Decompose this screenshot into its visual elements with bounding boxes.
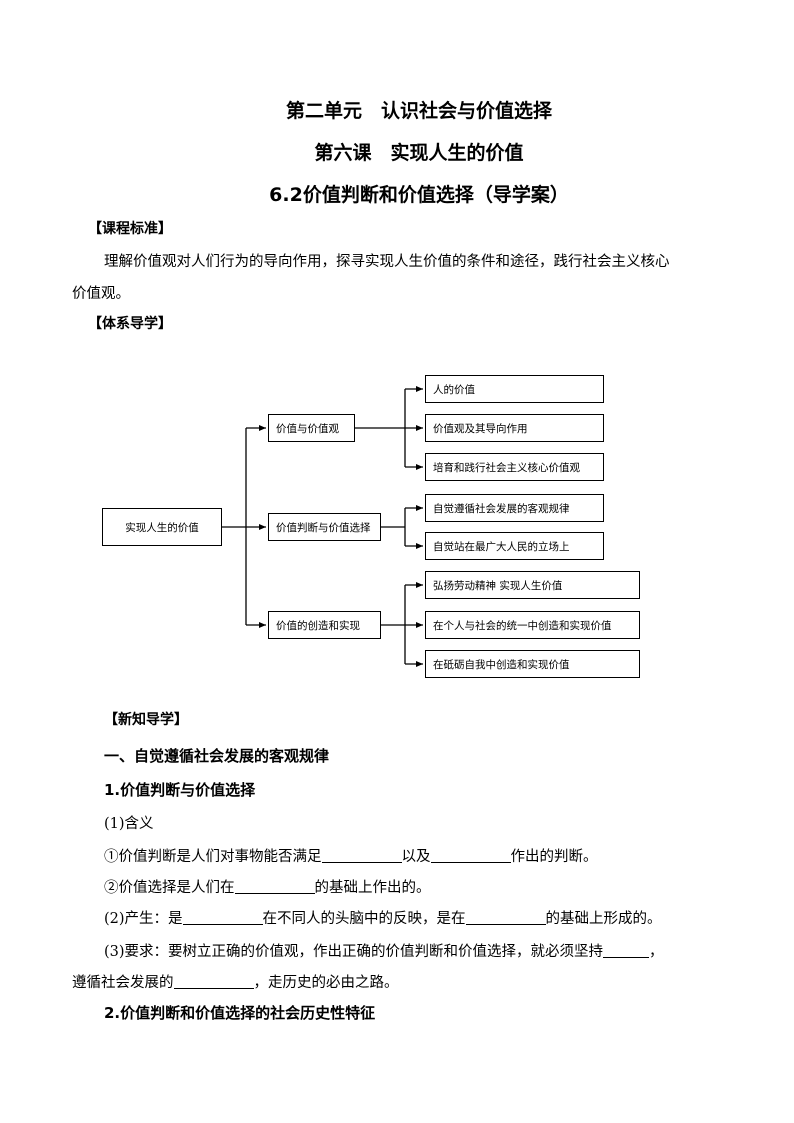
item-1b-text-2: 的基础上作出的。	[314, 880, 431, 896]
item-1a-text-3: 作出的判断。	[510, 849, 598, 865]
section-one-heading: 一、自觉遵循社会发展的客观规律	[104, 747, 330, 765]
diagram-leaf-2-1: 自觉遵循社会发展的客观规律	[425, 494, 604, 522]
item-3-line2-text-2: ，走历史的必由之路。	[253, 975, 399, 991]
diagram-leaf-3-2: 在个人与社会的统一中创造和实现价值	[425, 611, 640, 639]
subsection-1-heading: 1.价值判断与价值选择	[104, 781, 256, 799]
course-standard-heading: 【课程标准】	[88, 221, 172, 237]
diagram-branch-3: 价值的创造和实现	[268, 611, 381, 639]
item-1a: ①价值判断是人们对事物能否满足 以及 作出的判断。	[104, 845, 598, 866]
item-1b-text-1: ②价值选择是人们在	[104, 880, 235, 896]
item-1a-text-2: 以及	[401, 849, 431, 865]
item-3-line2-text-1: 遵循社会发展的	[72, 975, 174, 991]
fill-blank-6[interactable]	[603, 943, 650, 958]
diagram-leaf-1-1: 人的价值	[425, 375, 604, 403]
section-title: 6.2价值判断和价值选择（导学案）	[269, 184, 569, 206]
diagram-leaf-3-3: 在砥砺自我中创造和实现价值	[425, 650, 640, 678]
course-standard-line2: 价值观。	[72, 286, 130, 302]
item-2-text-1: (2)产生：是	[104, 911, 183, 927]
item-2: (2)产生：是 在不同人的头脑中的反映，是在 的基础上形成的。	[104, 907, 662, 928]
item-3-text-1: (3)要求：要树立正确的价值观，作出正确的价值判断和价值选择，就必须坚持	[104, 944, 604, 960]
fill-blank-2[interactable]	[430, 848, 511, 863]
lesson-title: 第六课 实现人生的价值	[314, 142, 524, 164]
fill-blank-1[interactable]	[321, 848, 402, 863]
fill-blank-7[interactable]	[173, 974, 254, 989]
diagram-branch-1: 价值与价值观	[268, 414, 355, 442]
item-3-line-1: (3)要求：要树立正确的价值观，作出正确的价值判断和价值选择，就必须坚持 ，	[104, 940, 664, 961]
item-2-text-3: 的基础上形成的。	[545, 911, 662, 927]
fill-blank-5[interactable]	[465, 910, 546, 925]
item-1b: ②价值选择是人们在 的基础上作出的。	[104, 876, 431, 897]
item-3-text-2: ，	[649, 944, 664, 960]
new-knowledge-heading: 【新知导学】	[104, 712, 188, 728]
unit-title: 第二单元 认识社会与价值选择	[285, 100, 552, 122]
item-3-line-2: 遵循社会发展的 ，走历史的必由之路。	[72, 971, 399, 992]
fill-blank-3[interactable]	[234, 879, 315, 894]
item-2-text-2: 在不同人的头脑中的反映，是在	[262, 911, 466, 927]
diagram-leaf-1-2: 价值观及其导向作用	[425, 414, 604, 442]
diagram-root-node: 实现人生的价值	[102, 508, 222, 546]
diagram-leaf-2-2: 自觉站在最广大人民的立场上	[425, 532, 604, 560]
fill-blank-4[interactable]	[182, 910, 263, 925]
diagram-branch-2: 价值判断与价值选择	[268, 513, 381, 541]
diagram-leaf-1-3: 培育和践行社会主义核心价值观	[425, 453, 604, 481]
course-standard-line1: 理解价值观对人们行为的导向作用，探寻实现人生价值的条件和途径，践行社会主义核心	[104, 254, 670, 270]
subsection-2-heading: 2.价值判断和价值选择的社会历史性特征	[104, 1004, 376, 1022]
diagram-leaf-3-1: 弘扬劳动精神 实现人生价值	[425, 571, 640, 599]
item-1a-text-1: ①价值判断是人们对事物能否满足	[104, 849, 322, 865]
system-guide-heading: 【体系导学】	[88, 316, 172, 332]
item-1-meaning: (1)含义	[104, 816, 154, 832]
